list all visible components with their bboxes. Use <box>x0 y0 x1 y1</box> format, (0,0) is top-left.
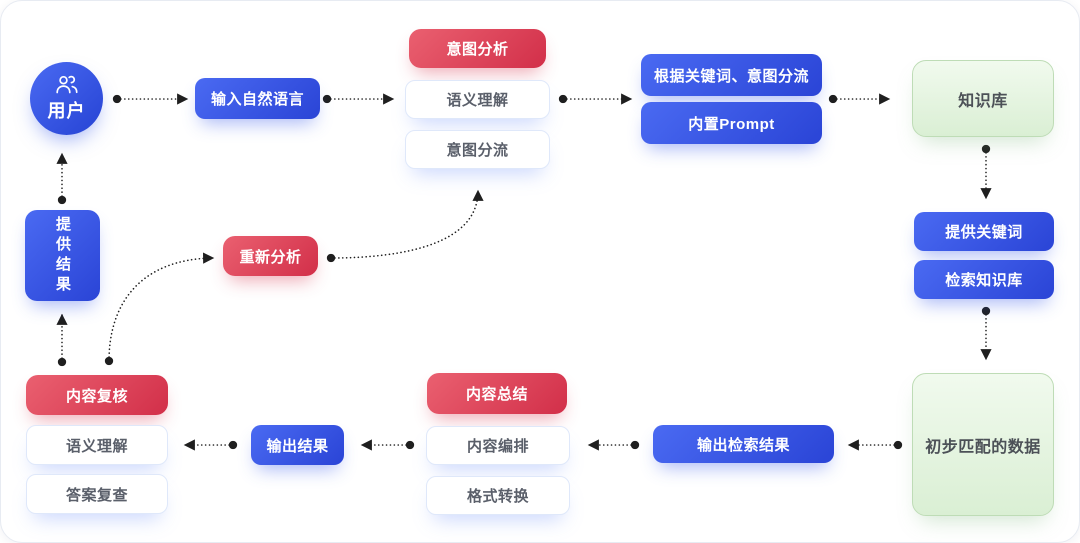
node-label: 知识库 <box>958 92 1008 110</box>
connector-review-to-reanalyze <box>104 252 215 366</box>
content-review-item-recheck: 答案复查 <box>26 474 168 514</box>
builtin-prompt-node: 内置Prompt <box>641 102 822 144</box>
input-natural-language-node: 输入自然语言 <box>195 78 320 119</box>
route-by-keywords-node: 根据关键词、意图分流 <box>641 54 822 96</box>
node-label: 输入自然语言 <box>210 91 304 108</box>
connector-reanalyze-to-intent-split <box>326 189 484 263</box>
node-label: 答案复查 <box>65 486 128 504</box>
node-label: 根据关键词、意图分流 <box>653 67 809 85</box>
node-label: 内置Prompt <box>688 115 775 133</box>
user-node: 用户 <box>30 62 103 135</box>
content-summary-item-format: 格式转换 <box>426 476 570 515</box>
node-label: 初步匹配的数据 <box>925 438 1041 456</box>
node-label: 提供结果 <box>54 215 71 296</box>
intent-analysis-header: 意图分析 <box>409 29 546 68</box>
node-label: 重新分析 <box>239 248 302 266</box>
intent-analysis-item-split: 意图分流 <box>405 130 550 169</box>
user-label: 用户 <box>47 101 86 121</box>
search-knowledge-base-node: 检索知识库 <box>914 260 1054 299</box>
knowledge-base-node: 知识库 <box>912 60 1054 137</box>
reanalyze-node: 重新分析 <box>223 236 318 276</box>
content-review-header: 内容复核 <box>26 375 168 415</box>
node-label: 意图分析 <box>446 41 509 58</box>
node-label: 内容复核 <box>65 387 128 405</box>
node-label: 内容编排 <box>466 438 529 455</box>
matched-data-node: 初步匹配的数据 <box>912 373 1054 516</box>
node-label: 意图分流 <box>446 142 509 159</box>
provide-results-node: 提供结果 <box>25 210 100 301</box>
node-label: 格式转换 <box>466 488 529 505</box>
node-label: 语义理解 <box>446 92 509 109</box>
node-label: 提供关键词 <box>945 224 1023 241</box>
content-summary-item-arrange: 内容编排 <box>426 426 570 465</box>
output-results-node: 输出结果 <box>251 425 344 465</box>
provide-keywords-node: 提供关键词 <box>914 212 1054 251</box>
user-group-icon <box>53 74 80 96</box>
output-search-results-node: 输出检索结果 <box>653 425 834 463</box>
content-review-item-semantic: 语义理解 <box>26 425 168 465</box>
node-label: 输出检索结果 <box>696 436 790 454</box>
node-label: 内容总结 <box>465 386 528 403</box>
node-label: 检索知识库 <box>945 272 1023 289</box>
intent-analysis-item-semantic: 语义理解 <box>405 80 550 119</box>
node-label: 语义理解 <box>65 437 128 455</box>
content-summary-header: 内容总结 <box>427 373 567 414</box>
node-label: 输出结果 <box>266 437 329 455</box>
